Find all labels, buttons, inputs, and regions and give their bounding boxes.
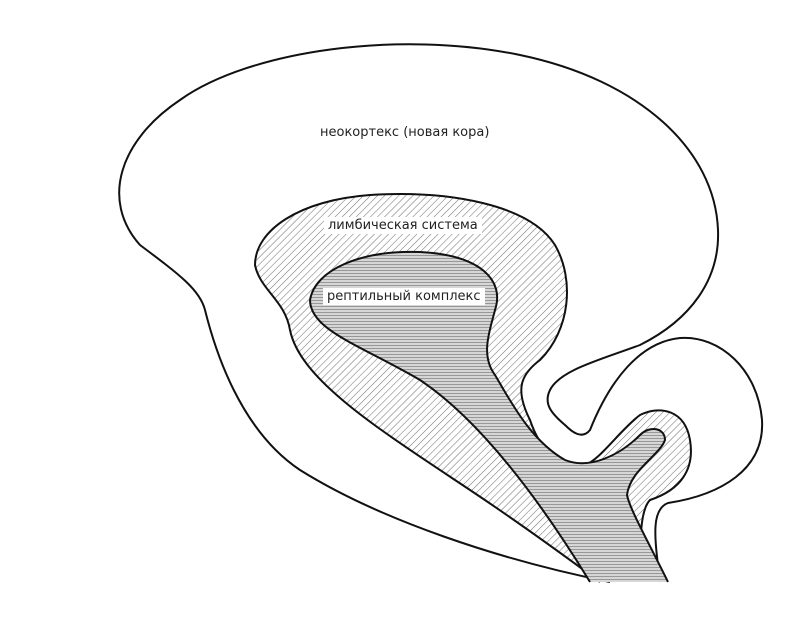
limbic-outline <box>253 193 692 583</box>
limbic-label: лимбическая система <box>324 217 482 234</box>
neocortex-label: неокортекс (новая кора) <box>316 124 494 141</box>
reptilian-label: рептильный комплекс <box>323 288 485 305</box>
reptilian-outline <box>308 250 669 583</box>
reptilian-region <box>310 251 668 582</box>
